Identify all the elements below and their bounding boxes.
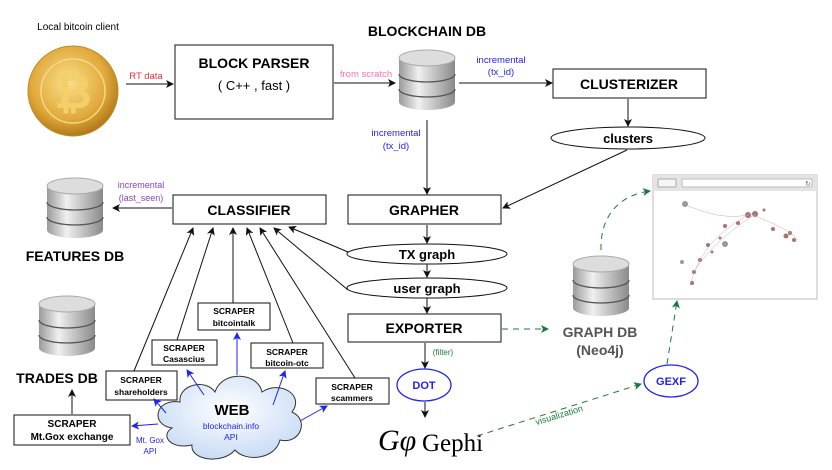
clusterizer-title: CLUSTERIZER bbox=[580, 76, 678, 92]
svg-text:Gφ: Gφ bbox=[378, 424, 416, 457]
source-caption: Local bitcoin client bbox=[37, 22, 119, 33]
address-bar bbox=[681, 178, 813, 188]
exporter-title: EXPORTER bbox=[385, 320, 462, 336]
scraper-source: bitcoin-otc bbox=[265, 358, 309, 368]
features-db-title: FEATURES DB bbox=[26, 248, 125, 264]
web-title: WEB bbox=[215, 402, 250, 419]
scraper-title: SCRAPER bbox=[163, 343, 205, 353]
gephi-logo: Gφ Gephi bbox=[378, 424, 483, 457]
scraper-source: bitcointalk bbox=[213, 318, 256, 328]
svg-text:₿: ₿ bbox=[54, 66, 92, 118]
dot-label: DOT bbox=[412, 380, 436, 392]
classifier-box bbox=[172, 194, 327, 225]
tx-id-label: (tx_id) bbox=[488, 67, 514, 78]
scraper-source: scammers bbox=[331, 393, 373, 403]
block-parser-box: BLOCK PARSER ( C++ , fast ) bbox=[174, 44, 334, 120]
back-forward-icon bbox=[657, 178, 677, 188]
tx-id-label: (tx_id) bbox=[383, 141, 409, 152]
visualization-label: visualization bbox=[534, 403, 584, 427]
graph-db-subtitle: (Neo4j) bbox=[576, 342, 623, 358]
gephi-logo-text: Gephi bbox=[422, 430, 483, 457]
last-seen-label: (last_seen) bbox=[119, 193, 164, 203]
browser-window-screenshot: ↻ bbox=[652, 174, 818, 300]
scraper-title: SCRAPER bbox=[120, 375, 162, 385]
scraper-source: shareholders bbox=[114, 387, 168, 397]
block-parser-title: BLOCK PARSER bbox=[199, 55, 310, 71]
exporter-box bbox=[347, 313, 502, 343]
incremental-label: incremental bbox=[371, 128, 420, 139]
block-parser-subtitle: ( C++ , fast ) bbox=[218, 78, 290, 93]
scraper-casascius: SCRAPER Casascius bbox=[151, 339, 218, 366]
scraper-mtgox: SCRAPER Mt.Gox exchange bbox=[13, 414, 131, 446]
rt-data-label: RT data bbox=[129, 71, 163, 82]
scraper-title: SCRAPER bbox=[48, 419, 98, 430]
dot-node bbox=[396, 368, 452, 402]
from-scratch-label: from scratch bbox=[340, 69, 392, 80]
grapher-box bbox=[347, 194, 502, 225]
graph-db-icon bbox=[572, 255, 630, 317]
scraper-shareholders: SCRAPER shareholders bbox=[105, 370, 178, 401]
clusters-label: clusters bbox=[603, 131, 653, 146]
blockchain-db-title: BLOCKCHAIN DB bbox=[368, 23, 486, 39]
blockchain-db-icon bbox=[398, 49, 456, 111]
gexf-label: GEXF bbox=[656, 376, 686, 388]
graph-db-title: GRAPH DB bbox=[563, 324, 638, 340]
mtgox-api-label-2: API bbox=[144, 447, 157, 456]
scraper-title: SCRAPER bbox=[266, 347, 308, 357]
classifier-title: CLASSIFIER bbox=[207, 202, 290, 218]
scraper-source: Casascius bbox=[163, 354, 205, 364]
scraper-bitcoin-otc: SCRAPER bitcoin-otc bbox=[250, 342, 324, 369]
scraper-scammers: SCRAPER scammers bbox=[315, 377, 390, 405]
api-label: API bbox=[224, 432, 238, 442]
tx-graph-label: TX graph bbox=[399, 247, 455, 262]
clusters-node bbox=[550, 126, 706, 150]
scraper-source: Mt.Gox exchange bbox=[31, 432, 114, 443]
user-graph-label: user graph bbox=[393, 281, 460, 296]
gexf-node bbox=[643, 364, 699, 398]
incremental-label: incremental bbox=[118, 180, 165, 190]
incremental-label: incremental bbox=[476, 55, 525, 66]
grapher-title: GRAPHER bbox=[389, 202, 459, 218]
scraper-bitcointalk: SCRAPER bitcointalk bbox=[197, 302, 271, 331]
trades-db-icon bbox=[38, 295, 96, 357]
features-db-icon bbox=[46, 177, 104, 239]
blockchain-info-label: blockchain.info bbox=[203, 421, 260, 431]
scraper-title: SCRAPER bbox=[331, 382, 373, 392]
bitcoin-coin-icon: ₿ bbox=[27, 45, 119, 137]
mtgox-api-label: Mt. Gox bbox=[136, 436, 164, 445]
filter-label: (filter) bbox=[433, 348, 454, 357]
web-cloud-icon bbox=[157, 375, 302, 460]
reload-icon: ↻ bbox=[805, 181, 811, 188]
clusterizer-box bbox=[552, 68, 707, 99]
trades-db-title: TRADES DB bbox=[16, 370, 98, 386]
scraper-title: SCRAPER bbox=[213, 306, 255, 316]
